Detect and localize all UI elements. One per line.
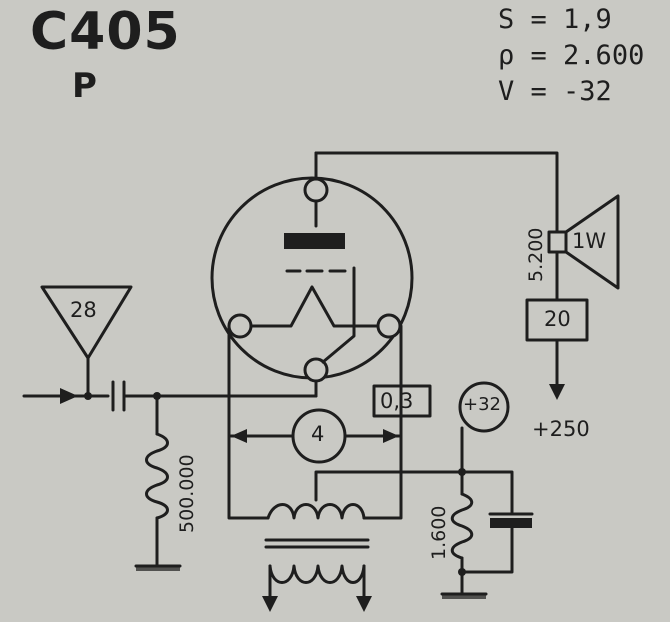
cathode-voltage-circle	[458, 381, 510, 433]
transformer-primary	[266, 503, 366, 520]
tube-type: P	[72, 66, 97, 106]
junction-3	[458, 468, 466, 476]
center-tap-wire	[314, 470, 464, 502]
filament-wire-left	[227, 324, 270, 520]
input-arrow	[60, 388, 78, 404]
filament-pin-right	[376, 313, 402, 339]
filament-pin-left	[227, 313, 253, 339]
cathode-capacitor-block	[490, 518, 532, 528]
anode-wire	[314, 151, 559, 234]
heater-current-box	[372, 384, 432, 418]
antenna	[40, 285, 133, 360]
transformer-secondary	[268, 564, 366, 584]
output-arrow-right	[356, 596, 372, 612]
speaker-cone	[564, 194, 620, 290]
tube-name: C405	[30, 2, 181, 62]
heater-arrow-left	[231, 429, 247, 443]
anode-pin	[303, 177, 329, 203]
ground-hatch-2	[442, 594, 486, 599]
heater-voltage-value: 4	[311, 422, 325, 446]
tube-envelope	[210, 176, 414, 380]
supply-voltage-value: +250	[532, 417, 590, 441]
junction-4	[458, 568, 466, 576]
output-arrow-left	[262, 596, 278, 612]
speaker-power-value: 1W	[572, 229, 607, 253]
anode-plate	[284, 233, 345, 249]
cathode-resistor	[450, 492, 474, 560]
grid-internal	[321, 266, 356, 364]
speaker-magnet	[547, 230, 568, 254]
grid-resistor-value: 500.000	[176, 454, 198, 533]
grid-resistor	[145, 432, 169, 520]
junction-1	[84, 392, 92, 400]
filament	[249, 285, 380, 328]
supply-arrow	[549, 384, 565, 400]
ground-hatch-1	[136, 566, 180, 571]
cathode-voltage-value: +32	[463, 394, 501, 415]
param-v: V = -32	[498, 76, 612, 107]
filament-wire-right	[362, 324, 403, 520]
param-s: S = 1,9	[498, 4, 612, 35]
junction-2	[153, 392, 161, 400]
speaker-impedance-value: 5.200	[525, 227, 547, 282]
cathode-resistor-value: 1.600	[428, 505, 450, 560]
param-rho: ρ = 2.600	[498, 40, 645, 71]
heater-arrow-right	[383, 429, 399, 443]
anode-current-value: 20	[544, 307, 571, 331]
antenna-value: 28	[70, 298, 97, 322]
heater-voltage-circle	[291, 408, 347, 464]
heater-current-value: 0,3	[380, 389, 414, 413]
